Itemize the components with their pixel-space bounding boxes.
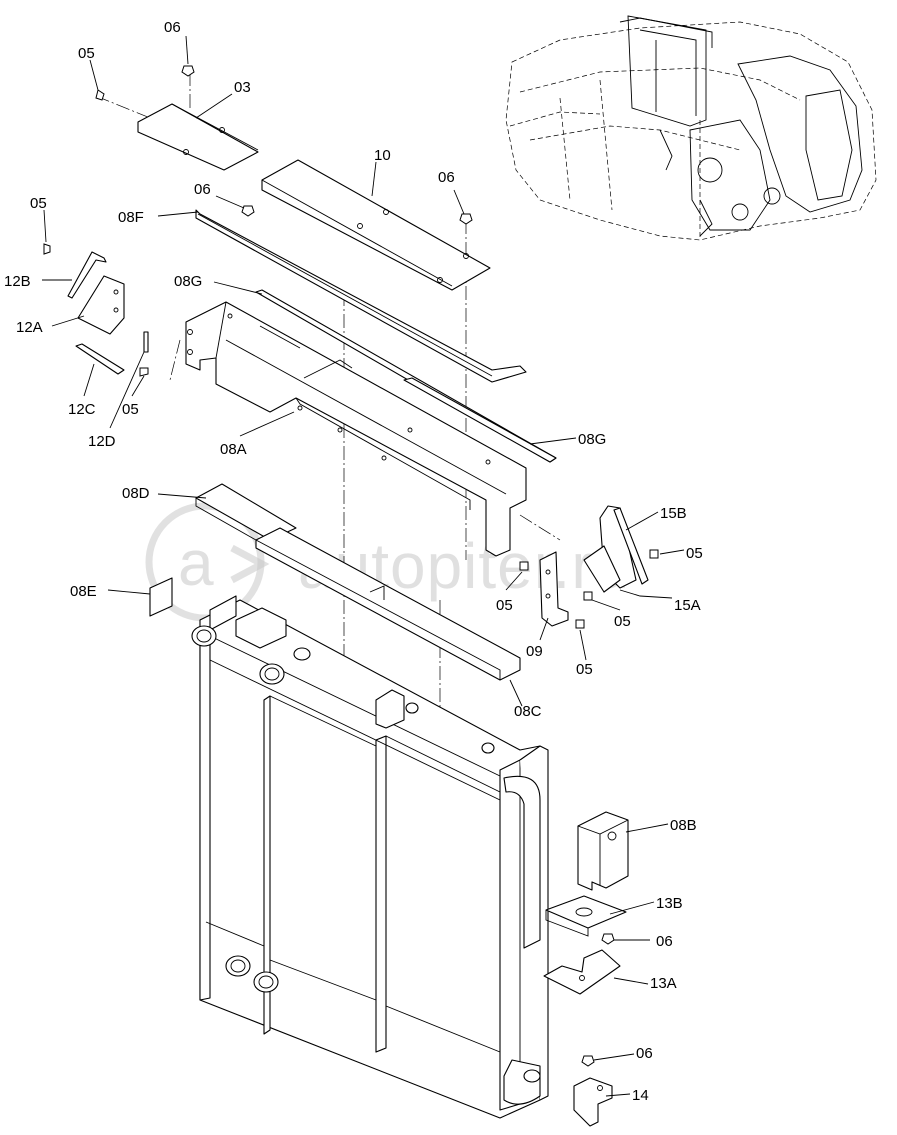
bolt-icon <box>181 65 195 77</box>
bolt-icon <box>583 591 593 601</box>
label-08c: 08C <box>514 703 542 720</box>
label-06-b: 06 <box>194 181 211 198</box>
label-12a: 12A <box>16 319 43 336</box>
callout-labels: 06 05 03 10 06 06 05 08F 12B 08G 12A 12C… <box>4 19 703 1104</box>
label-08b: 08B <box>670 817 697 834</box>
label-05-a: 05 <box>78 45 95 62</box>
label-08a: 08A <box>220 441 247 458</box>
label-05-c: 05 <box>122 401 139 418</box>
part-08a-main-bracket <box>185 301 527 557</box>
bolt-icon <box>601 933 615 945</box>
bolt-icon <box>649 549 659 559</box>
label-05-b: 05 <box>30 195 47 212</box>
label-12b: 12B <box>4 273 31 290</box>
part-03-cover-plate <box>137 103 259 171</box>
part-15a-bracket <box>583 505 637 593</box>
part-13a-plate <box>543 949 621 995</box>
part-12a-plate <box>77 275 125 335</box>
watermark-arrow-icon <box>230 544 270 584</box>
label-09: 09 <box>526 643 543 660</box>
label-08e: 08E <box>70 583 97 600</box>
machine-context-view <box>505 15 877 241</box>
part-12d-pin <box>143 331 149 353</box>
label-12d: 12D <box>88 433 116 450</box>
bolt-icon <box>241 205 255 217</box>
part-08e-foam <box>149 577 173 617</box>
part-14-bracket <box>573 1077 613 1127</box>
label-05-e: 05 <box>496 597 513 614</box>
part-08b-foam <box>577 811 629 891</box>
radiator-assembly <box>191 595 549 1119</box>
part-08f-seal-strip <box>195 209 527 383</box>
label-14: 14 <box>632 1087 649 1104</box>
label-06-d: 06 <box>656 933 673 950</box>
label-13a: 13A <box>650 975 677 992</box>
part-12b-rod <box>67 251 107 299</box>
label-15a: 15A <box>674 597 701 614</box>
label-03: 03 <box>234 79 251 96</box>
part-13b-pad <box>545 895 627 937</box>
label-08f: 08F <box>118 209 144 226</box>
watermark-logo-glyph: a <box>178 527 214 599</box>
part-09-bracket <box>539 551 569 627</box>
bolts <box>43 65 659 1067</box>
bolt-icon <box>459 213 473 225</box>
label-06-e: 06 <box>636 1045 653 1062</box>
part-12c-strip <box>75 343 125 375</box>
bolt-icon <box>43 243 51 255</box>
label-12c: 12C <box>68 401 96 418</box>
label-05-f: 05 <box>614 613 631 630</box>
label-08d: 08D <box>122 485 150 502</box>
part-08c-foam <box>255 527 521 681</box>
bolt-icon <box>575 619 585 629</box>
label-08g-upper: 08G <box>174 273 202 290</box>
label-13b: 13B <box>656 895 683 912</box>
label-15b: 15B <box>660 505 687 522</box>
leader-lines <box>42 35 685 1097</box>
part-10-top-plate <box>261 159 491 291</box>
bolt-icon <box>139 367 149 377</box>
label-06-a: 06 <box>164 19 181 36</box>
label-05-d: 05 <box>686 545 703 562</box>
bolt-icon <box>519 561 529 571</box>
bolt-icon <box>95 89 105 101</box>
label-10: 10 <box>374 147 391 164</box>
label-05-g: 05 <box>576 661 593 678</box>
part-08g-lower-strip <box>403 377 557 463</box>
bolt-icon <box>581 1055 595 1067</box>
part-15b-seal <box>613 507 649 585</box>
label-06-c: 06 <box>438 169 455 186</box>
label-08g-lower: 08G <box>578 431 606 448</box>
